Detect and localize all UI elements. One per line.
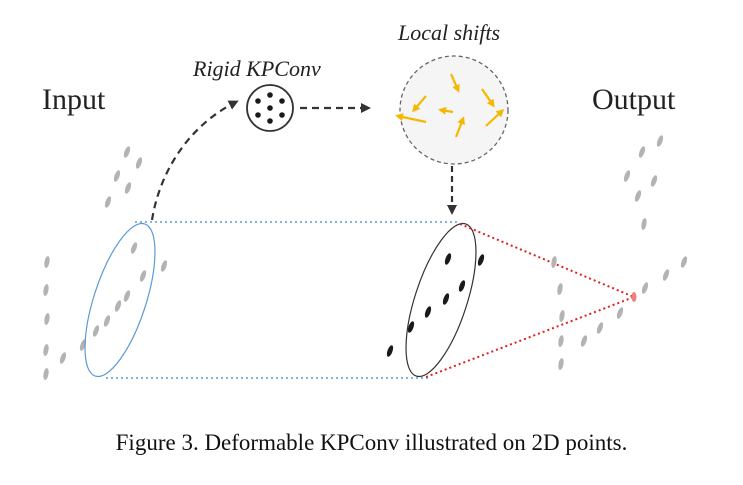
output-point bbox=[680, 256, 688, 268]
kernel-point bbox=[458, 280, 466, 292]
local-shifts-circle bbox=[395, 55, 509, 165]
kernel-point bbox=[442, 293, 450, 305]
input-point bbox=[43, 368, 49, 380]
input-point bbox=[43, 344, 49, 356]
shift-arrow bbox=[485, 108, 505, 127]
input-point bbox=[79, 339, 87, 351]
output-point bbox=[650, 175, 658, 187]
output-point bbox=[616, 307, 624, 319]
output-point bbox=[557, 283, 563, 295]
input-point bbox=[104, 196, 112, 208]
output-point bbox=[596, 322, 604, 334]
input-point-cloud bbox=[43, 146, 168, 380]
kernel-point bbox=[424, 306, 432, 318]
output-point bbox=[638, 146, 646, 158]
output-point bbox=[558, 335, 564, 347]
kernel-point bbox=[407, 321, 415, 333]
kernel-point bbox=[386, 345, 394, 357]
output-point-highlight bbox=[631, 292, 637, 302]
input-neighborhood-ellipse bbox=[84, 222, 156, 378]
shift-arrow bbox=[395, 113, 427, 124]
input-point bbox=[103, 315, 111, 327]
input-point bbox=[123, 146, 131, 158]
kernel-point bbox=[444, 253, 452, 265]
input-point bbox=[130, 242, 138, 254]
output-point-cloud bbox=[551, 135, 688, 370]
output-point bbox=[662, 269, 670, 281]
shift-arrow bbox=[454, 116, 465, 138]
shift-arrow bbox=[412, 95, 427, 113]
shift-arrow bbox=[449, 73, 460, 93]
output-point bbox=[641, 218, 647, 230]
kernel-point bbox=[477, 254, 485, 266]
input-point bbox=[44, 256, 50, 268]
output-label: Output bbox=[592, 83, 676, 116]
output-point bbox=[623, 170, 631, 182]
output-point bbox=[641, 282, 649, 294]
output-point bbox=[634, 190, 642, 202]
input-point bbox=[43, 284, 49, 296]
deformed-kernel-ellipse bbox=[405, 222, 477, 378]
input-point bbox=[113, 170, 121, 182]
figure-caption: Figure 3. Deformable KPConv illustrated … bbox=[115, 430, 628, 455]
deformed-kernel-points bbox=[386, 253, 485, 357]
rigid-kpconv-label: Rigid KPConv bbox=[192, 56, 321, 81]
input-point bbox=[160, 260, 168, 272]
input-point bbox=[59, 352, 67, 364]
top-red-connector bbox=[459, 223, 635, 298]
input-point bbox=[139, 270, 147, 282]
output-point bbox=[558, 358, 564, 370]
output-point bbox=[559, 310, 565, 322]
local-shifts-label: Local shifts bbox=[397, 20, 500, 45]
input-label: Input bbox=[42, 83, 106, 116]
output-point bbox=[551, 256, 557, 268]
input-point bbox=[44, 313, 50, 325]
bottom-red-connector bbox=[425, 296, 635, 378]
input-point bbox=[135, 157, 143, 169]
output-point bbox=[580, 335, 588, 347]
output-point bbox=[656, 135, 664, 147]
input-point bbox=[114, 300, 122, 312]
shift-arrow bbox=[481, 88, 495, 108]
input-point bbox=[123, 290, 131, 302]
input-point bbox=[124, 182, 132, 194]
input-to-rigid-arrow bbox=[150, 100, 239, 221]
shift-arrow bbox=[438, 106, 454, 115]
rigid-kernel bbox=[246, 84, 294, 132]
input-point bbox=[92, 325, 100, 337]
